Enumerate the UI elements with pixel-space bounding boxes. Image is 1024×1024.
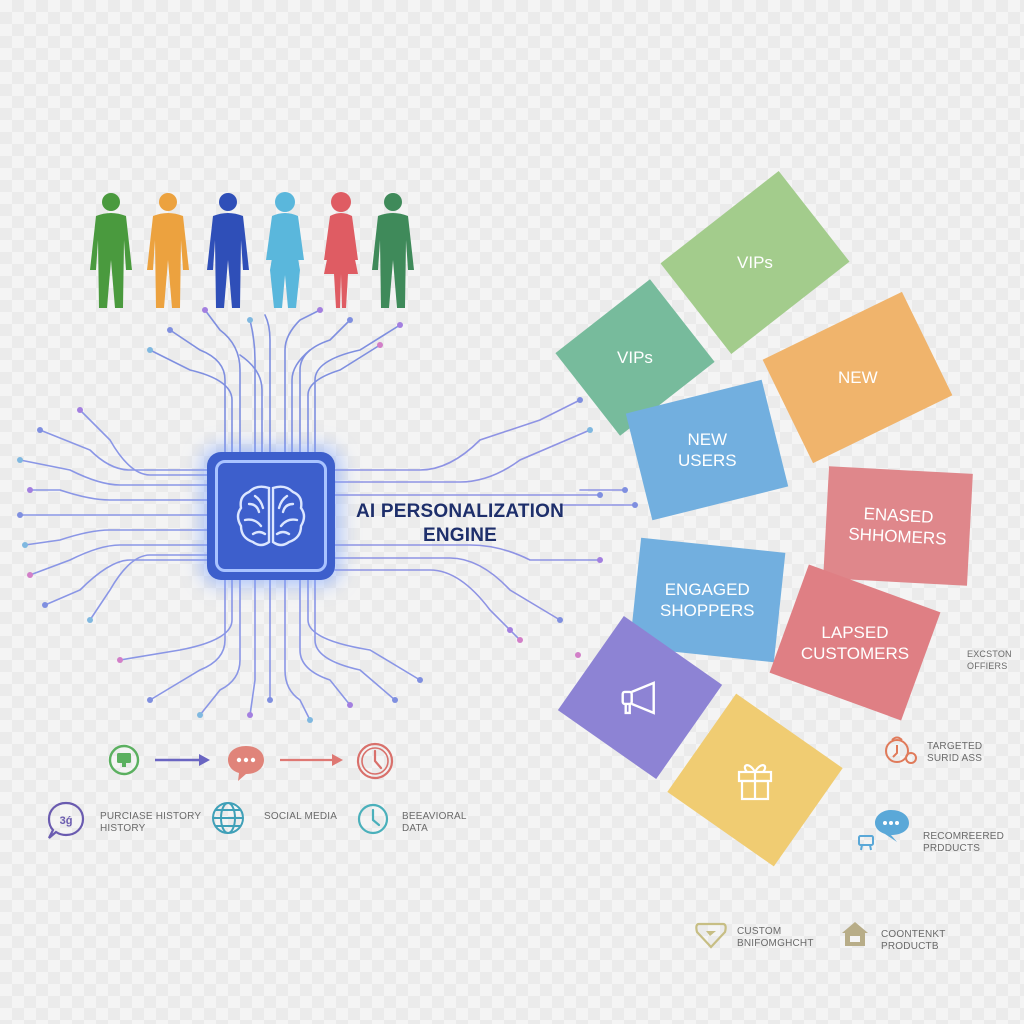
- source-label-social-media: SOCIAL MEDIA: [264, 811, 338, 822]
- segment-tile-gift[interactable]: [667, 693, 843, 867]
- person-icon: [90, 193, 132, 308]
- person-icon: [207, 193, 249, 308]
- person-icon: [372, 193, 414, 308]
- segment-tile-campaign[interactable]: [557, 615, 723, 780]
- engine-title: AI PERSONALIZATION ENGINE: [330, 500, 590, 548]
- megaphone-icon: [621, 680, 656, 715]
- brain-icon: [236, 485, 306, 547]
- arrow-right-icon: [280, 754, 343, 766]
- speech-bubble-icon: 3ǵ: [47, 801, 85, 839]
- engine-title-line2: ENGINE: [422, 525, 498, 546]
- house-icon: [842, 922, 868, 946]
- gift-icon: [737, 764, 773, 801]
- engine-title-line1: AI PERSONALIZATION: [355, 501, 565, 522]
- ai-engine-chip: [207, 452, 335, 580]
- clock-icon: [356, 742, 394, 780]
- person-icon: [266, 192, 304, 308]
- monitor-cycle-icon: [108, 744, 140, 776]
- chat-bubble-icon: [228, 746, 264, 781]
- person-icon: [324, 192, 358, 308]
- globe-icon: [212, 802, 244, 834]
- piggy-bank-icon: [885, 736, 917, 764]
- svg-text:3ǵ: 3ǵ: [60, 815, 73, 827]
- badge-icon: [695, 922, 727, 949]
- person-icon: [147, 193, 189, 308]
- arrow-right-icon: [155, 754, 210, 766]
- clock-icon: [357, 803, 389, 835]
- chat-bubbles-icon: [858, 810, 909, 851]
